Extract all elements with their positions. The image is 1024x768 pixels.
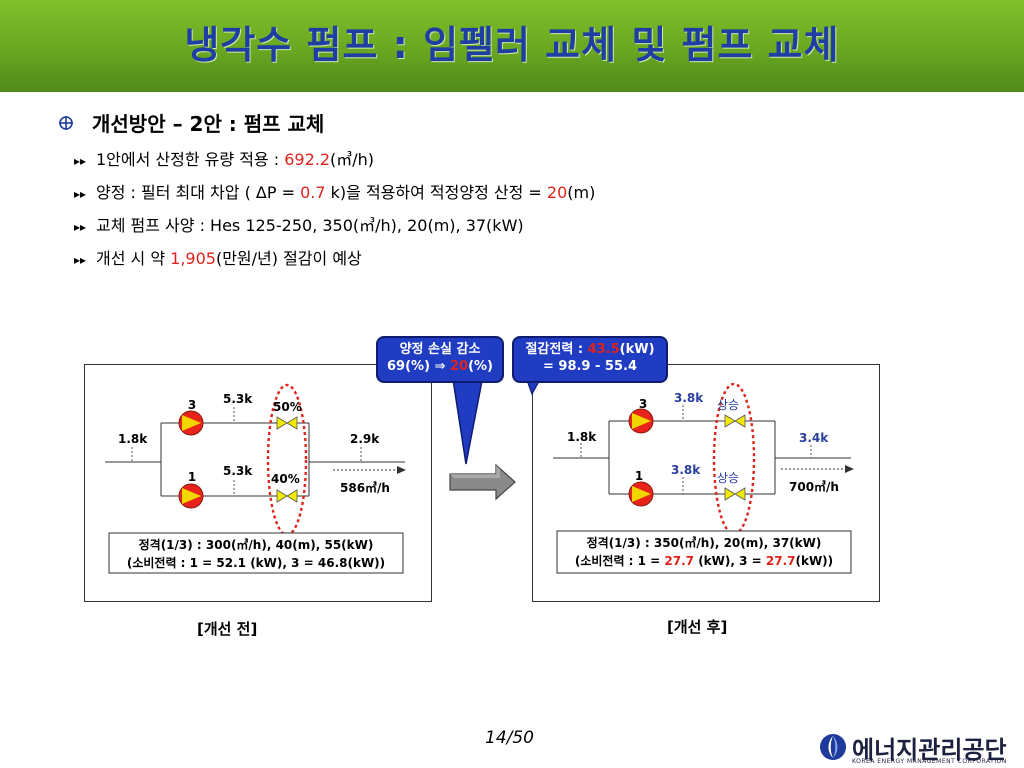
pump-number: 3 <box>639 397 647 411</box>
before-caption: [개선 전] <box>197 620 258 638</box>
top-pressure: 3.8k <box>674 391 704 405</box>
logo-subtitle: KOREA ENERGY MANAGEMENT CORPORATION <box>852 758 1007 765</box>
bullet-text: 교체 펌프 사양 : Hes 125-250, 350(㎥/h), 20(m),… <box>96 216 524 235</box>
head-loss-callout: 양정 손실 감소 69(%) ⇒ 20(%) <box>376 336 504 383</box>
bullet-item-spec: ▸▸ 교체 펌프 사양 : Hes 125-250, 350(㎥/h), 20(m… <box>74 214 595 247</box>
inlet-pressure: 1.8k <box>567 430 597 444</box>
valve-icon <box>276 489 298 503</box>
bullet-item-head: ▸▸ 양정 : 필터 최대 차압 ( ΔP = 0.7 k)을 적용하여 적정양정… <box>74 181 595 214</box>
bullet-unit: (㎥/h) <box>330 150 375 169</box>
logo-emblem-icon <box>820 734 846 760</box>
bullet-text: k)을 적용하여 적정양정 산정 = <box>325 183 547 202</box>
outlet-pressure: 3.4k <box>799 431 829 445</box>
bullet-value: 692.2 <box>284 150 331 169</box>
double-arrow-icon: ▸▸ <box>74 154 87 168</box>
bullet-text: 개선 시 약 <box>96 249 171 268</box>
bullet-item-saving: ▸▸ 개선 시 약 1,905(만원/년) 절감이 예상 <box>74 247 595 280</box>
logo-name: 에너지관리공단 <box>852 736 1007 764</box>
page-number: 14/50 <box>485 728 534 748</box>
outlet-pressure: 2.9k <box>350 432 380 446</box>
pump-icon <box>178 410 204 436</box>
pump-number: 1 <box>635 469 643 483</box>
valve-opening: 50% <box>273 400 302 414</box>
valve-icon <box>724 414 746 428</box>
inlet-pressure: 1.8k <box>118 432 148 446</box>
double-arrow-icon: ▸▸ <box>74 187 87 201</box>
bullet-value: 0.7 <box>300 183 326 202</box>
power-consumption: (소비전력 : 1 = 27.7 (kW), 3 = 27.7(kW)) <box>575 553 833 568</box>
after-diagram-panel: 3 1 1.8k 3.4k 3.8k 3.8k 상승 상승 700㎥/h 정격(… <box>532 364 880 602</box>
section-heading-text: 개선방안 – 2안 : 펌프 교체 <box>92 112 325 136</box>
section-heading: 개선방안 – 2안 : 펌프 교체 <box>58 108 324 137</box>
bottom-pressure: 5.3k <box>223 464 253 478</box>
rated-spec: 정격(1/3) : 350(㎥/h), 20(m), 37(kW) <box>587 535 822 550</box>
double-arrow-icon: ▸▸ <box>74 253 87 267</box>
rated-spec: 정격(1/3) : 300(㎥/h), 40(m), 55(kW) <box>139 537 374 552</box>
before-pipe-diagram: 3 1 1.8k 2.9k 5.3k 5.3k 50% 40% 586㎥/h 정… <box>105 383 406 574</box>
pump-icon <box>628 408 654 434</box>
bullet-unit: (m) <box>567 183 596 202</box>
pump-icon <box>178 483 204 509</box>
pump-number: 3 <box>188 398 196 412</box>
pump-number: 1 <box>188 470 196 484</box>
power-saving-callout: 절감전력 : 43.5(kW) = 98.9 - 55.4 <box>512 336 668 383</box>
top-pressure: 5.3k <box>223 392 253 406</box>
bullet-text: (만원/년) 절감이 예상 <box>215 249 362 268</box>
valve-opening: 40% <box>271 472 300 486</box>
title-bar: 냉각수 펌프 : 임펠러 교체 및 펌프 교체 <box>0 0 1024 92</box>
bullet-value: 20 <box>546 183 568 202</box>
valve-icon <box>276 416 298 430</box>
power-consumption: (소비전력 : 1 = 52.1 (kW), 3 = 46.8(kW)) <box>127 555 385 570</box>
bullet-list: ▸▸ 1안에서 산정한 유량 적용 : 692.2(㎥/h) ▸▸ 양정 : 필터 … <box>74 148 595 280</box>
page-title: 냉각수 펌프 : 임펠러 교체 및 펌프 교체 <box>184 23 840 67</box>
bullet-text: 1안에서 산정한 유량 적용 : <box>96 150 285 169</box>
double-arrow-icon: ▸▸ <box>74 220 87 234</box>
before-diagram-panel: 3 1 1.8k 2.9k 5.3k 5.3k 50% 40% 586㎥/h 정… <box>84 364 432 602</box>
callout-line: 절감전력 : 43.5(kW) <box>525 342 655 357</box>
after-pipe-diagram: 3 1 1.8k 3.4k 3.8k 3.8k 상승 상승 700㎥/h 정격(… <box>553 382 854 574</box>
transition-arrow-icon <box>449 463 516 501</box>
bottom-pressure: 3.8k <box>671 463 701 477</box>
callout-line: 양정 손실 감소 <box>399 342 481 357</box>
valve-status: 상승 <box>717 471 739 485</box>
callout-line: 69(%) ⇒ 20(%) <box>387 359 493 374</box>
callout-pointer <box>449 360 487 465</box>
after-caption: [개선 후] <box>667 618 728 636</box>
bullet-text: 양정 : 필터 최대 차압 ( ΔP = <box>96 183 301 202</box>
flow-rate: 586㎥/h <box>340 480 390 495</box>
callout-line: = 98.9 - 55.4 <box>542 359 637 374</box>
valve-status: 상승 <box>717 398 739 412</box>
crosshair-bullet-icon <box>58 112 74 136</box>
flow-rate: 700㎥/h <box>789 479 839 494</box>
bullet-item-flow: ▸▸ 1안에서 산정한 유량 적용 : 692.2(㎥/h) <box>74 148 595 181</box>
bullet-value: 1,905 <box>170 249 216 268</box>
valve-icon <box>724 487 746 501</box>
pump-icon <box>628 481 654 507</box>
